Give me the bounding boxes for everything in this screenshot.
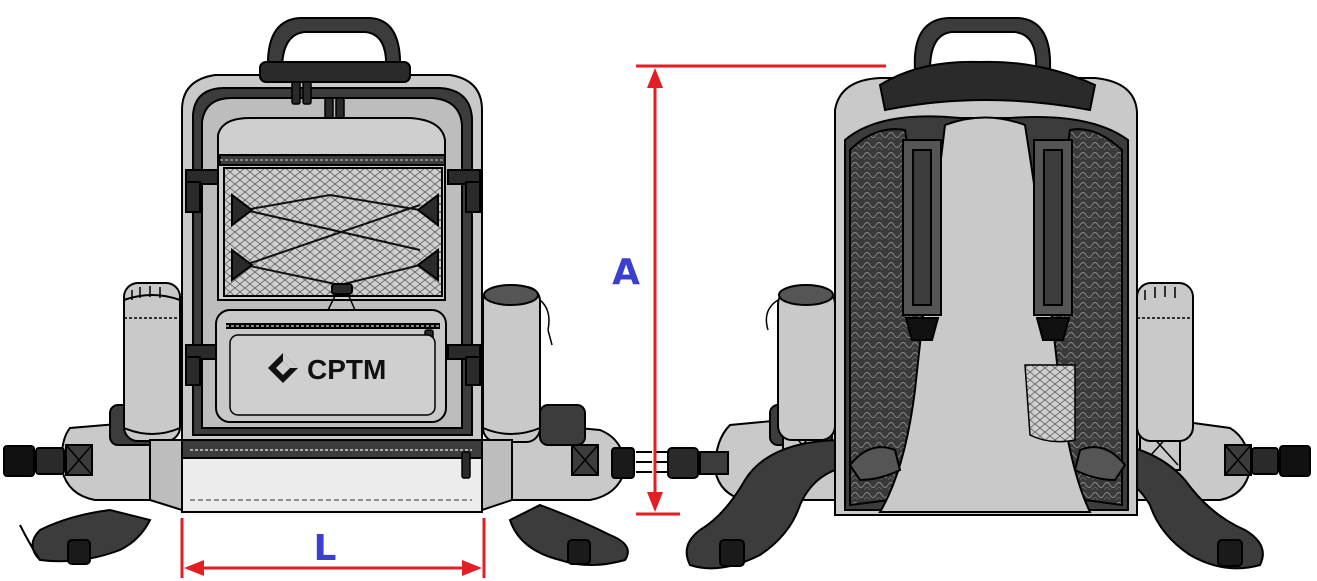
dimension-width-arrow-right (462, 560, 482, 576)
front-right-strap (508, 503, 629, 566)
dimension-width-label: L (314, 528, 337, 569)
front-side-compression-straps (185, 169, 481, 386)
front-hip-belt-right (489, 404, 652, 501)
dimension-height: A (612, 64, 886, 516)
cptm-logo-text: CPTM (307, 354, 386, 385)
dimension-width: L (180, 518, 486, 578)
front-mesh-pocket (223, 167, 443, 311)
cptm-chevron-diamond-icon (268, 353, 298, 383)
front-left-strap (19, 508, 152, 565)
dimension-height-arrow-bottom (647, 492, 663, 512)
back-left-buckle (656, 447, 729, 479)
front-top-handle (259, 17, 411, 83)
backpack-front-view (3, 17, 652, 566)
dimension-height-label: A (612, 252, 640, 293)
back-left-shoulder-strap (685, 438, 857, 570)
front-bottom-compartment (181, 439, 483, 513)
backpack-back-view (656, 17, 1311, 570)
cptm-logo: CPTM (268, 353, 386, 385)
dimension-height-arrow-top (647, 68, 663, 88)
back-right-side-pocket (1136, 282, 1194, 442)
dimension-width-arrow-left (184, 560, 204, 576)
front-left-side-pocket (123, 282, 181, 442)
back-top-handle (878, 17, 1097, 112)
back-strap-adjusters (902, 139, 1073, 341)
